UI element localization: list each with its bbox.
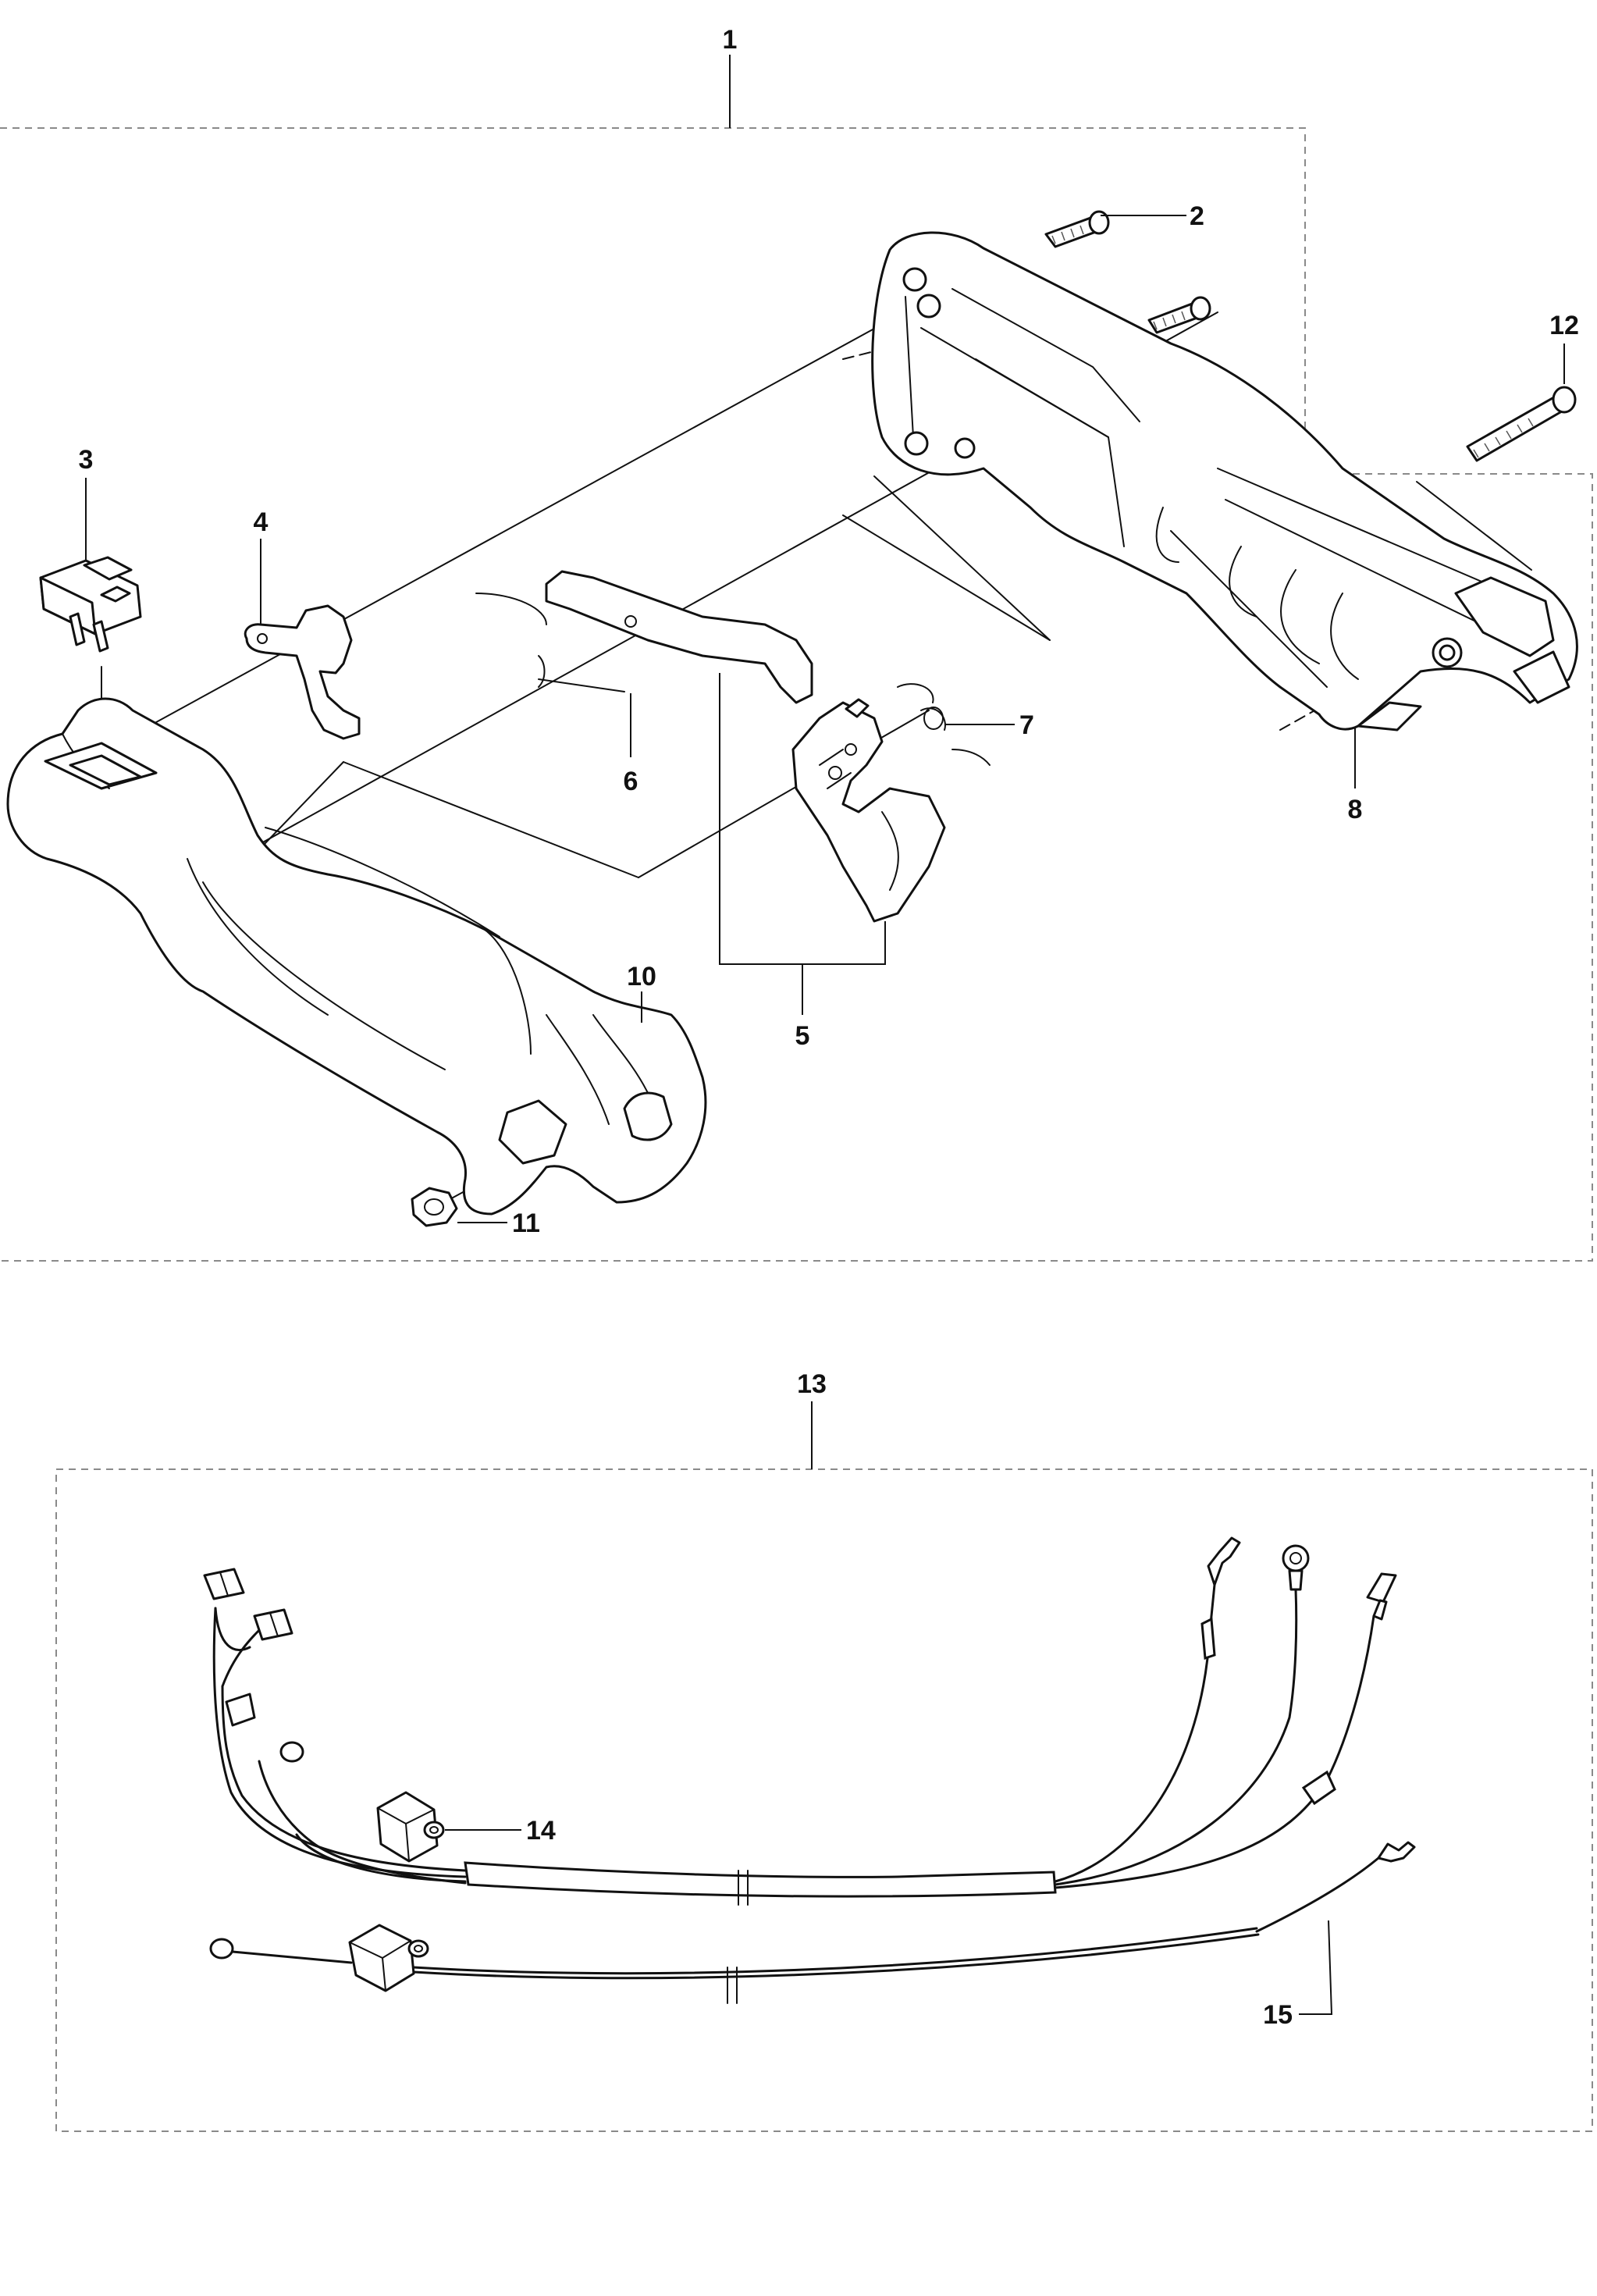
- long-screw: [1466, 386, 1577, 462]
- callout-1: 1: [723, 25, 738, 55]
- leader-lines-upper: [85, 55, 1565, 1223]
- callout-12: 12: [1549, 311, 1579, 340]
- throttle-spring: [897, 683, 991, 766]
- callout-4: 4: [254, 507, 269, 537]
- callout-5: 5: [795, 1021, 810, 1051]
- callout-labels: 1 2 3 4 5 6 7 8 10 11 12 13 14 15: [79, 25, 1579, 2030]
- main-handle: [6, 697, 707, 1216]
- leader-lines-lower: [445, 1401, 1333, 2015]
- ignition-cable: [209, 1841, 1416, 2004]
- callout-7: 7: [1019, 710, 1034, 740]
- callout-11: 11: [512, 1209, 540, 1238]
- stop-switch: [39, 556, 142, 653]
- callout-6: 6: [624, 767, 638, 796]
- callout-8: 8: [1348, 795, 1363, 824]
- callout-15: 15: [1263, 2000, 1293, 2030]
- callout-14: 14: [526, 1816, 556, 1846]
- lower-assembly-frame: [55, 1468, 1593, 2132]
- hex-nut: [411, 1187, 458, 1227]
- callout-13: 13: [797, 1369, 827, 1399]
- wiring-harness: [203, 1536, 1397, 1906]
- rear-handle-housing: [871, 231, 1578, 732]
- callout-10: 10: [627, 962, 656, 991]
- throttle-lockout: [244, 604, 361, 740]
- handle-screws: [1044, 210, 1211, 334]
- throttle-link: [475, 570, 813, 704]
- upper-assembly-frame: [0, 127, 1593, 1262]
- callout-3: 3: [79, 445, 94, 475]
- throttle-trigger: [791, 698, 946, 923]
- callout-2: 2: [1190, 201, 1204, 231]
